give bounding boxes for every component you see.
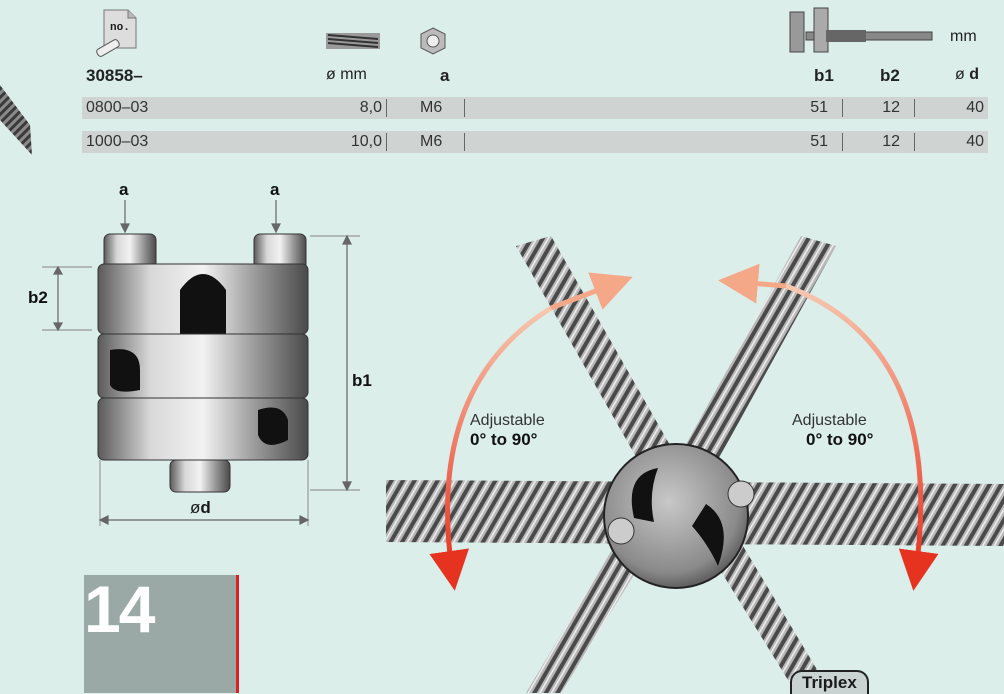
adjustable-left-text: Adjustable — [470, 412, 545, 429]
dim-label-d: ød — [190, 498, 211, 517]
cell-diameter: 8,0 — [359, 99, 382, 116]
hex-nut-icon — [420, 27, 446, 55]
page-number: 14 — [84, 572, 155, 646]
cell-d: 40 — [966, 99, 984, 116]
article-number-icon: no. — [94, 8, 138, 60]
page-tab: 14 — [84, 572, 239, 693]
article-icon-label: no. — [110, 22, 130, 34]
dim-label-a-left: a — [119, 180, 129, 199]
adjustable-right-text: Adjustable — [792, 412, 867, 429]
clamp-technical-drawing — [42, 200, 360, 526]
table-row: 1000–03 10,0 M6 51 12 40 — [82, 131, 988, 153]
cell-b2: 12 — [882, 133, 900, 150]
table-row: 0800–03 8,0 M6 51 12 40 — [82, 97, 988, 119]
cell-diameter: 10,0 — [350, 133, 382, 150]
cell-b2: 12 — [882, 99, 900, 116]
adjustable-right-label: Adjustable 0° to 90° — [792, 412, 873, 450]
adjustable-left-label: Adjustable 0° to 90° — [470, 412, 545, 450]
dim-label-b1: b1 — [352, 371, 372, 390]
header-d: ø d — [955, 66, 980, 83]
wire-rope-edge-image — [0, 85, 32, 155]
header-b2: b2 — [880, 66, 900, 85]
triplex-badge: Triplex — [790, 670, 869, 694]
wire-diameter-icon — [326, 33, 380, 49]
header-b1: b1 — [814, 66, 834, 85]
header-article: 30858– — [86, 66, 143, 85]
caliper-icon — [789, 7, 933, 53]
cell-a: M6 — [420, 99, 443, 116]
unit-label: mm — [950, 28, 977, 45]
cell-article: 1000–03 — [86, 133, 149, 150]
adjustable-right-range: 0° to 90° — [806, 430, 874, 449]
cell-d: 40 — [966, 133, 984, 150]
header-diameter: ø mm — [326, 66, 367, 83]
dim-label-a-right: a — [270, 180, 280, 199]
adjustable-left-range: 0° to 90° — [470, 430, 538, 449]
cell-a: M6 — [420, 133, 443, 150]
dim-label-b2: b2 — [28, 288, 48, 307]
header-a: a — [440, 66, 450, 85]
cell-article: 0800–03 — [86, 99, 149, 116]
cell-b1: 51 — [810, 99, 828, 116]
rope-clamp-photo — [386, 236, 1004, 693]
cell-b1: 51 — [810, 133, 828, 150]
